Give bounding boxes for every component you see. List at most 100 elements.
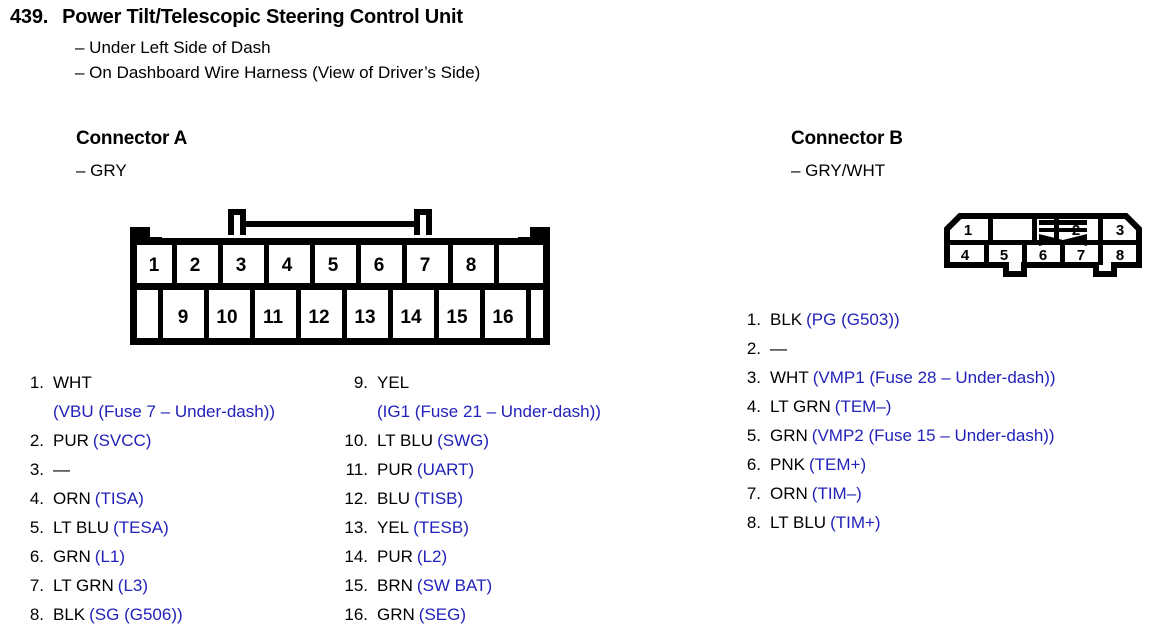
subtitle-line-harness: – On Dashboard Wire Harness (View of Dri… xyxy=(75,63,481,82)
pin-row: 13.YEL(TESB) xyxy=(338,513,668,542)
connector-b-pin-4: 4 xyxy=(961,247,970,264)
connector-a-pin-12: 12 xyxy=(308,307,329,328)
connector-a-subheading: – GRY xyxy=(76,161,127,180)
pin-row: 15.BRN(SW BAT) xyxy=(338,571,668,600)
blocked-cavity-icon xyxy=(1039,220,1087,246)
pin-wire-color: ORN xyxy=(53,489,91,508)
pin-body: LT GRN(L3) xyxy=(44,571,148,600)
pin-row: 5.GRN(VMP2 (Fuse 15 – Under-dash)) xyxy=(731,421,1171,450)
pin-wire-color: PUR xyxy=(377,460,413,479)
pin-signal-name: (SEG) xyxy=(418,605,467,624)
connector-a-pin-list-right: 9.YEL(IG1 (Fuse 21 – Under-dash))10.LT B… xyxy=(338,368,668,629)
pin-row: 2.PUR(SVCC) xyxy=(14,426,344,455)
pin-signal-name: (SWG) xyxy=(437,431,490,450)
subtitle-list: – Under Left Side of Dash – On Dashboard… xyxy=(75,35,1110,85)
pin-body: BLK(PG (G503)) xyxy=(761,305,900,334)
pin-signal-name: (TIM+) xyxy=(830,513,881,532)
pin-index: 5. xyxy=(746,426,761,445)
pin-body: — xyxy=(761,334,787,363)
pin-wire-color: LT BLU xyxy=(377,431,434,450)
pin-row: 1.WHT xyxy=(14,368,344,397)
pin-index: 9. xyxy=(353,373,368,392)
pin-row: 5.LT BLU(TESA) xyxy=(14,513,344,542)
pin-row: 6.PNK(TEM+) xyxy=(731,450,1171,479)
pin-row: 8.LT BLU(TIM+) xyxy=(731,508,1171,537)
pin-signal-name: (L1) xyxy=(94,547,126,566)
connector-a-heading: Connector A xyxy=(76,128,188,149)
connector-a-bottom-dividers xyxy=(158,290,531,338)
pin-index: 10. xyxy=(344,431,368,450)
page-header: 439. Power Tilt/Telescopic Steering Cont… xyxy=(10,6,1110,85)
pin-body: LT GRN(TEM–) xyxy=(761,392,891,421)
pin-body: WHT xyxy=(44,368,92,397)
pin-signal-name: (PG (G503)) xyxy=(806,310,900,329)
pin-index: 5. xyxy=(29,518,44,537)
pin-row: 4.LT GRN(TEM–) xyxy=(731,392,1171,421)
pin-body: YEL xyxy=(368,368,409,397)
connector-a-pin-10: 10 xyxy=(216,307,237,328)
pin-index: 4. xyxy=(746,397,761,416)
pin-index: 13. xyxy=(344,518,368,537)
pin-row: 8.BLK(SG (G506)) xyxy=(14,600,344,629)
pin-wire-color: BRN xyxy=(377,576,413,595)
subtitle-line-location: – Under Left Side of Dash xyxy=(75,38,271,57)
pin-wire-color: WHT xyxy=(770,368,809,387)
pin-wire-color: BLK xyxy=(53,605,86,624)
pin-body: GRN(VMP2 (Fuse 15 – Under-dash)) xyxy=(761,421,1055,450)
pin-row: 10.LT BLU(SWG) xyxy=(338,426,668,455)
pin-index: 7. xyxy=(746,484,761,503)
pin-signal-name: (UART) xyxy=(416,460,475,479)
pin-body: LT BLU(TESA) xyxy=(44,513,169,542)
pin-row: 6.GRN(L1) xyxy=(14,542,344,571)
pin-wire-color: BLU xyxy=(377,489,411,508)
connector-b-pin-3: 3 xyxy=(1116,222,1124,239)
pin-index: 7. xyxy=(29,576,44,595)
pin-wire-color: GRN xyxy=(770,426,808,445)
pin-body: PUR(UART) xyxy=(368,455,474,484)
pin-signal-name: (TEM–) xyxy=(834,397,892,416)
pin-body: GRN(L1) xyxy=(44,542,125,571)
pin-index: 8. xyxy=(29,605,44,624)
pin-wire-color: YEL xyxy=(377,373,410,392)
connector-b-pin-2: 2 xyxy=(1072,222,1080,239)
connector-b-bottom-dividers xyxy=(984,243,1103,265)
pin-index: 1. xyxy=(29,373,44,392)
pin-body: PNK(TEM+) xyxy=(761,450,866,479)
pin-body: PUR(L2) xyxy=(368,542,447,571)
pin-wire-color: PUR xyxy=(53,431,89,450)
pin-wire-color: LT BLU xyxy=(53,518,110,537)
connector-b-heading: Connector B xyxy=(791,128,903,149)
connector-a-pin-14: 14 xyxy=(400,307,422,328)
connector-a-pin-8: 8 xyxy=(466,255,477,276)
pin-body: PUR(SVCC) xyxy=(44,426,151,455)
connector-b-pin-list: 1.BLK(PG (G503))2.—3.WHT(VMP1 (Fuse 28 –… xyxy=(731,305,1171,537)
connector-a-latch xyxy=(228,209,432,235)
connector-a-pin-3: 3 xyxy=(236,255,247,276)
pin-signal-name: (L2) xyxy=(416,547,448,566)
pin-index: 3. xyxy=(746,368,761,387)
pin-row: 7.LT GRN(L3) xyxy=(14,571,344,600)
pin-index: 14. xyxy=(344,547,368,566)
pin-body: LT BLU(SWG) xyxy=(368,426,489,455)
pin-signal-name: (VMP2 (Fuse 15 – Under-dash)) xyxy=(811,426,1055,445)
pin-body: BLK(SG (G506)) xyxy=(44,600,183,629)
pin-signal-name: (TISA) xyxy=(94,489,144,508)
pin-wire-color: YEL xyxy=(377,518,410,537)
pin-row: 16. GRN(SEG) xyxy=(338,600,668,629)
pin-index: 2. xyxy=(29,431,44,450)
connector-a-pin-6: 6 xyxy=(374,255,385,276)
pin-index: 11. xyxy=(345,460,368,479)
pin-row: 3.WHT(VMP1 (Fuse 28 – Under-dash)) xyxy=(731,363,1171,392)
pin-wire-color: GRN xyxy=(377,605,415,624)
pin-index: 16. xyxy=(344,605,368,624)
pin-body: YEL(TESB) xyxy=(368,513,469,542)
pin-index: 8. xyxy=(746,513,761,532)
pin-signal-name: (TESA) xyxy=(113,518,169,537)
connector-b-pin-8: 8 xyxy=(1116,247,1124,264)
pin-index: 3. xyxy=(29,460,44,479)
connector-a-pin-13: 13 xyxy=(354,307,375,328)
